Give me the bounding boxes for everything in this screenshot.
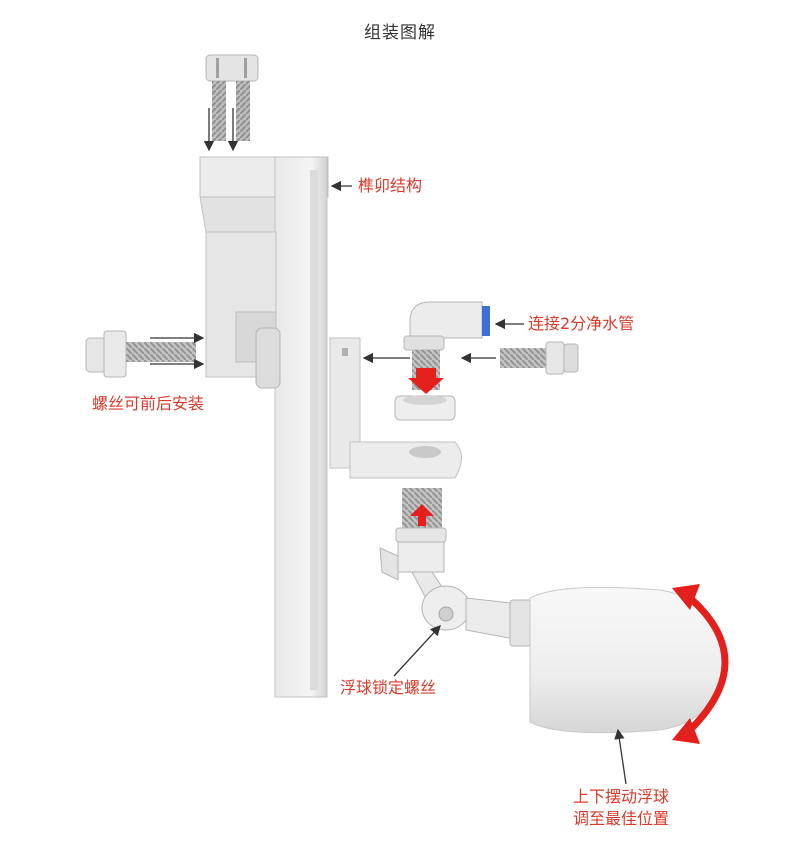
tenon-label: 榫卯结构	[358, 176, 423, 195]
valve-body	[379, 488, 521, 641]
swing-label-line2: 调至最佳位置	[572, 809, 669, 828]
main-bracket	[199, 156, 329, 698]
side-screw	[85, 330, 205, 378]
swing-label-line1: 上下摆动浮球	[572, 787, 669, 806]
swing-arrow	[672, 584, 729, 744]
float-pointer	[614, 728, 627, 785]
screw-install-label: 螺丝可前后安装	[92, 394, 205, 413]
top-clamp-screw	[203, 54, 259, 152]
pipe-plug-screw	[460, 341, 579, 375]
elbow-fitting	[394, 301, 490, 421]
diagram-title: 组装图解	[364, 23, 436, 43]
connect-pipe-label: 连接2分净水管	[528, 314, 635, 333]
valve-mount-bracket	[329, 337, 462, 479]
lock-screw-pointer	[393, 625, 441, 677]
lock-screw-label: 浮球锁定螺丝	[340, 678, 437, 697]
